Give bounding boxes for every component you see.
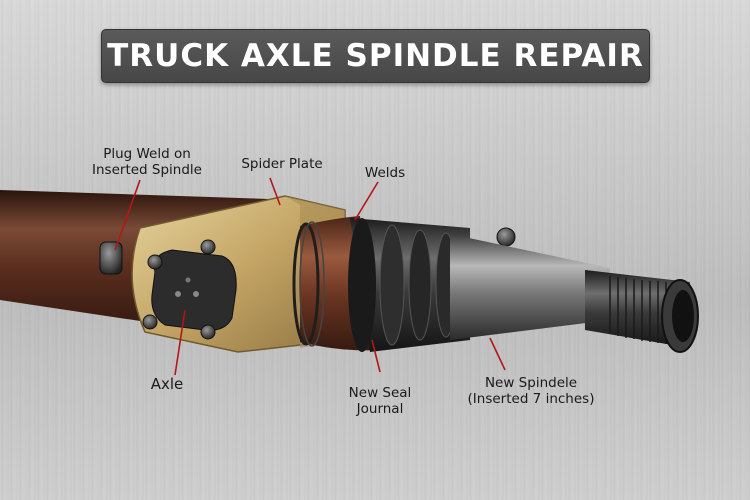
label-axle: Axle	[142, 376, 192, 392]
label-spider-plate: Spider Plate	[232, 156, 332, 172]
label-welds-text: Welds	[364, 165, 406, 181]
plug-weld-bolt	[99, 241, 123, 275]
leader-new-spindle	[489, 337, 506, 371]
label-plug-weld-line2: Inserted Spindle	[92, 162, 202, 178]
leader-seal-journal	[371, 339, 381, 373]
label-new-spindle-line2: (Inserted 7 inches)	[467, 391, 595, 407]
leader-axle	[174, 309, 186, 376]
new-spindle	[450, 234, 699, 353]
label-spider-plate-text: Spider Plate	[241, 156, 323, 172]
label-axle-text: Axle	[150, 375, 184, 393]
title-banner: TRUCK AXLE SPINDLE REPAIR	[101, 29, 650, 83]
leader-welds	[354, 181, 379, 221]
label-seal-journal-line2: Journal	[356, 401, 404, 417]
label-new-spindle-line1: New Spindele	[484, 375, 578, 391]
label-seal-journal-line1: New Seal	[348, 385, 412, 401]
page-title: TRUCK AXLE SPINDLE REPAIR	[107, 38, 644, 74]
leader-plug-weld	[114, 179, 141, 251]
seal-journal	[348, 218, 470, 352]
label-plug-weld: Plug Weld on Inserted Spindle	[82, 146, 212, 178]
label-seal-journal: New Seal Journal	[340, 385, 420, 417]
label-welds: Welds	[360, 165, 410, 181]
leader-lines	[114, 177, 506, 376]
label-plug-weld-line1: Plug Weld on	[103, 146, 191, 162]
leader-spider-plate	[269, 177, 281, 206]
label-new-spindle: New Spindele (Inserted 7 inches)	[456, 375, 606, 407]
